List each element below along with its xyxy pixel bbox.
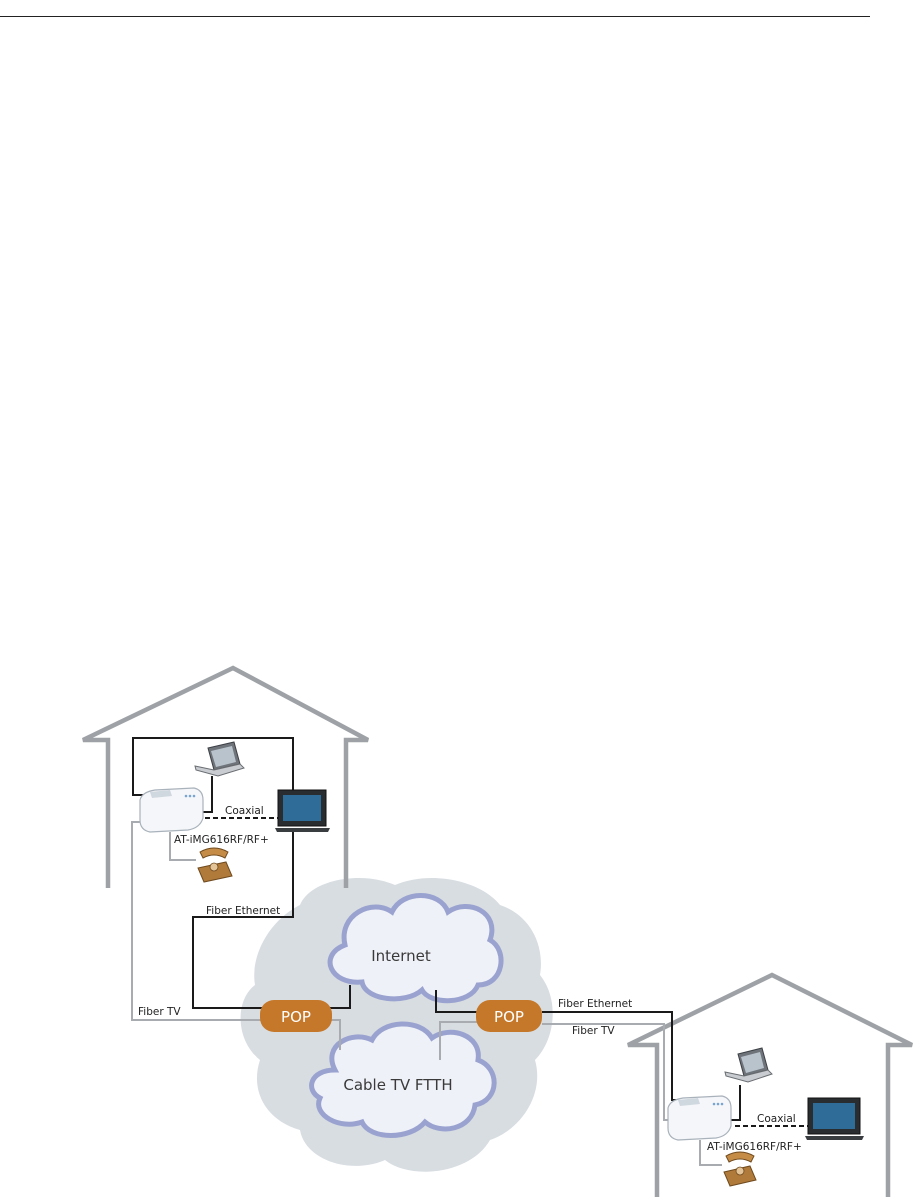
- house-a-fiber-ethernet-line: [192, 830, 294, 1009]
- house-b-tv-icon: [805, 1097, 864, 1140]
- pop-left-to-cabletv-link: [330, 1019, 341, 1050]
- internet-cloud: [327, 893, 504, 1004]
- house-b-fiber-tv-label: Fiber TV: [572, 1025, 615, 1037]
- house-a-laptop-icon: [194, 741, 245, 777]
- house-a-laptop-link: [200, 776, 213, 813]
- house-a-fiber-tv-label: Fiber TV: [138, 1006, 181, 1018]
- pop-right-node: POP: [476, 1000, 542, 1032]
- house-a-modem-icon: [139, 787, 204, 833]
- pop-left-node: POP: [260, 1000, 332, 1032]
- house-a-ethernet-loop: [132, 737, 294, 797]
- pop-left-to-internet-link: [330, 985, 351, 1009]
- house-a-outline: [82, 665, 370, 888]
- pop-right-to-cabletv-link: [439, 1021, 478, 1060]
- house-a-fiber-tv-line: [131, 821, 262, 1021]
- cable-tv-ftth-cloud: [309, 1021, 497, 1138]
- house-b-phone-line: [699, 1140, 722, 1166]
- house-a-coaxial-label: Coaxial: [225, 805, 264, 817]
- house-b-laptop-icon: [724, 1047, 773, 1083]
- house-a-fiber-ethernet-label: Fiber Ethernet: [206, 905, 280, 917]
- internet-label: Internet: [371, 947, 431, 965]
- house-b-outline: [627, 972, 914, 1197]
- house-b-modem-icon: [667, 1095, 732, 1141]
- house-b-laptop-link: [730, 1085, 741, 1121]
- page-header-rule: [0, 16, 870, 17]
- house-a-phone-icon: [197, 847, 233, 883]
- house-b-fiber-tv-line: [542, 1023, 670, 1121]
- house-b-coaxial-label: Coaxial: [757, 1113, 796, 1125]
- pop-right-to-internet-link: [435, 990, 478, 1013]
- cable-tv-ftth-label: Cable TV FTTH: [343, 1076, 452, 1094]
- house-b-fiber-ethernet-label: Fiber Ethernet: [558, 998, 632, 1010]
- pop-right-label: POP: [494, 1008, 524, 1026]
- house-b-phone-icon: [723, 1151, 757, 1187]
- house-b-device-label: AT-iMG616RF/RF+: [707, 1141, 802, 1153]
- house-a-tv-icon: [275, 789, 330, 832]
- house-a-device-label: AT-iMG616RF/RF+: [174, 834, 269, 846]
- pop-left-label: POP: [281, 1008, 311, 1026]
- house-a-phone-line: [169, 832, 196, 861]
